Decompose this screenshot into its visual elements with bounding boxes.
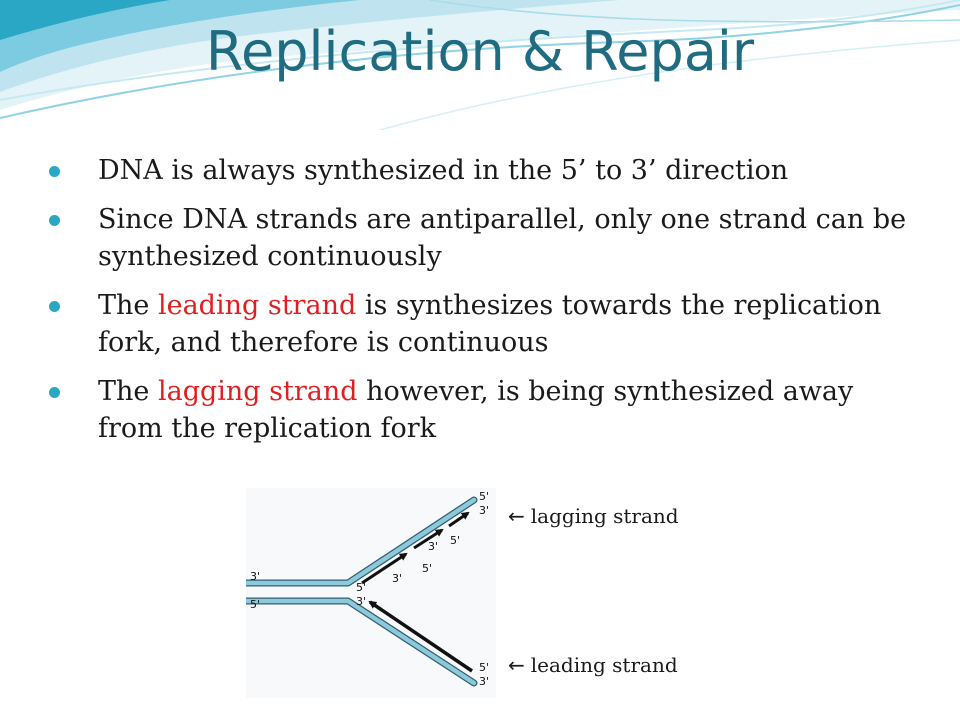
bullet-list: DNA is always synthesized in the 5’ to 3… <box>48 152 908 459</box>
label-left-5prime: 5' <box>250 598 260 611</box>
bullet-text: DNA is always synthesized in the 5’ to 3… <box>98 155 789 186</box>
okazaki-fragment <box>361 552 408 585</box>
leading-callout-label: leading strand <box>530 653 678 677</box>
leading-strand-highlight: leading strand <box>157 290 357 321</box>
bullet-item: The leading strand is synthesizes toward… <box>48 287 908 361</box>
label-lag-seg1-3prime: 3' <box>392 572 402 585</box>
bullet-dot-icon <box>49 215 60 226</box>
bullet-item: DNA is always synthesized in the 5’ to 3… <box>48 152 908 189</box>
label-lag-seg2-5prime: 5' <box>450 534 460 547</box>
bullet-dot-icon <box>49 301 60 312</box>
bullet-text-post: however, is being synthesized away from … <box>98 376 854 444</box>
okazaki-fragment <box>413 528 444 550</box>
bullet-dot-icon <box>49 387 60 398</box>
label-lag-seg1-5prime: 5' <box>422 562 432 575</box>
replication-fork-diagram: 3' 5' 5' 3' 5' 3' 3' 5' 3' 5' 5' 3' <box>246 488 496 698</box>
label-lag-end-5prime: 5' <box>479 490 489 503</box>
bullet-text-pre: The <box>98 376 158 407</box>
label-fork-3prime: 3' <box>356 595 366 608</box>
lagging-callout-label: lagging strand <box>530 504 679 528</box>
leading-strand-callout: ←leading strand <box>508 653 678 677</box>
okazaki-fragment <box>448 511 470 528</box>
bullet-item: Since DNA strands are antiparallel, only… <box>48 201 908 275</box>
label-lag-end-3prime: 3' <box>479 504 489 517</box>
bullet-text: Since DNA strands are antiparallel, only… <box>98 204 907 272</box>
label-fork-5prime: 5' <box>356 581 366 594</box>
bullet-text-pre: The <box>98 290 158 321</box>
slide-title: Replication & Repair <box>205 20 755 83</box>
left-arrow-icon: ← <box>508 653 525 677</box>
label-lead-end-5prime: 5' <box>479 661 489 674</box>
parental-strands <box>246 496 478 687</box>
label-lag-seg2-3prime: 3' <box>428 540 438 553</box>
leading-strand-arrow <box>368 600 473 673</box>
label-lead-end-3prime: 3' <box>479 675 489 688</box>
label-left-3prime: 3' <box>250 570 260 583</box>
bullet-dot-icon <box>49 166 60 177</box>
bullet-text-post: is synthesizes towards the replication f… <box>98 290 882 358</box>
left-arrow-icon: ← <box>508 504 525 528</box>
header-wave-decoration <box>0 0 960 130</box>
lagging-strand-callout: ←lagging strand <box>508 504 679 528</box>
lagging-strand-highlight: lagging strand <box>157 376 358 407</box>
bullet-item: The lagging strand however, is being syn… <box>48 373 908 447</box>
lagging-fragments <box>361 511 470 585</box>
